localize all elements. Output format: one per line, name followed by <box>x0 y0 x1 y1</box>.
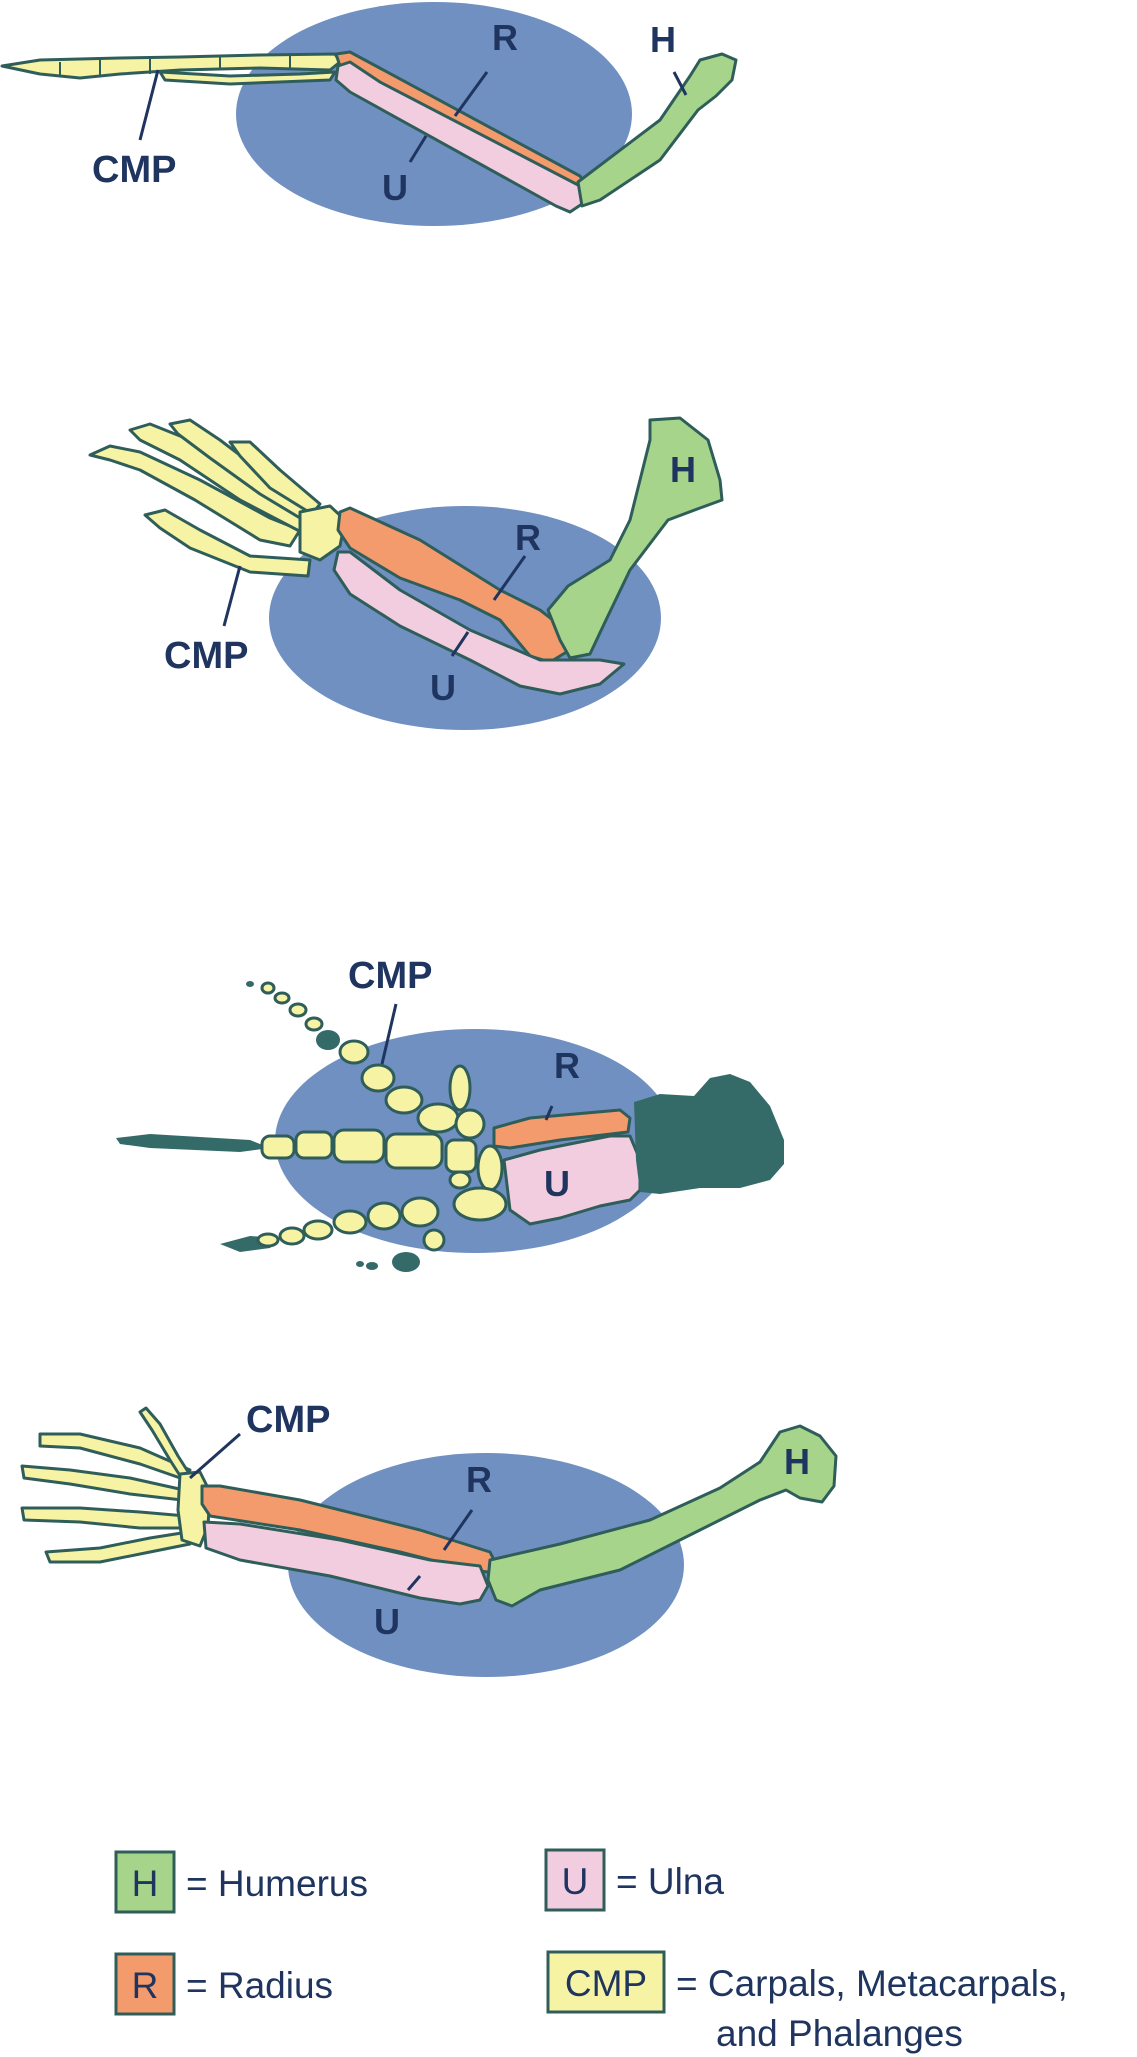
label-humerus: H <box>650 19 676 60</box>
ulna-bone <box>334 60 584 214</box>
legend-cmp: CMP = Carpals, Metacarpals, and Phalange… <box>546 1950 1068 2054</box>
label-cmp: CMP <box>92 149 176 191</box>
humerus-bone <box>486 1424 838 1608</box>
ulna-bone <box>332 550 626 696</box>
cmp-bones <box>20 1406 212 1564</box>
legend-text-cmp-line2: and Phalanges <box>716 2013 963 2054</box>
label-cmp: CMP <box>348 955 432 997</box>
legend-ulna: U = Ulna <box>544 1848 724 1912</box>
legend-text-radius: = Radius <box>186 1965 333 2006</box>
legend-key-cmp: CMP <box>565 1963 647 2004</box>
panel-2: CMP R U H <box>88 416 724 730</box>
panel-3: CMP R U <box>116 955 784 1272</box>
cmp-bones <box>0 52 342 86</box>
legend-key-humerus: H <box>132 1863 159 1904</box>
radius-bone <box>492 1108 632 1150</box>
humerus-bone <box>634 1074 784 1194</box>
humerus-bone <box>546 416 724 660</box>
label-radius: R <box>466 1459 492 1500</box>
ulna-bone <box>502 1134 642 1226</box>
label-radius: R <box>554 1045 580 1086</box>
label-cmp: CMP <box>164 635 248 677</box>
label-humerus: H <box>670 449 696 490</box>
label-ulna: U <box>382 167 408 208</box>
panel-4: CMP R U H <box>20 1399 838 1677</box>
label-ulna: U <box>374 1601 400 1642</box>
legend-text-ulna: = Ulna <box>616 1861 724 1902</box>
label-humerus: H <box>784 1441 810 1482</box>
label-radius: R <box>492 17 518 58</box>
legend-swatch-humerus <box>114 1850 176 1914</box>
humerus-bone <box>576 52 738 208</box>
legend-humerus: H = Humerus <box>114 1850 368 1914</box>
panel-1: CMP R U H <box>0 2 738 226</box>
label-cmp: CMP <box>246 1399 330 1441</box>
cmp-bones <box>88 418 347 578</box>
ulna-bone <box>202 1520 490 1606</box>
label-ulna: U <box>544 1163 570 1204</box>
legend-swatch-ulna <box>544 1848 606 1912</box>
legend-swatch-radius <box>114 1952 176 2016</box>
legend-key-radius: R <box>132 1965 159 2006</box>
cmp-bones <box>256 981 508 1252</box>
legend: H = Humerus U = Ulna R = Radius CMP = Ca… <box>114 1848 1068 2054</box>
legend-key-ulna: U <box>562 1861 589 1902</box>
label-ulna: U <box>430 667 456 708</box>
legend-text-humerus: = Humerus <box>186 1863 368 1904</box>
legend-swatch-cmp <box>546 1950 666 2014</box>
label-radius: R <box>515 517 541 558</box>
legend-radius: R = Radius <box>114 1952 333 2016</box>
legend-text-cmp-line1: = Carpals, Metacarpals, <box>676 1963 1068 2004</box>
